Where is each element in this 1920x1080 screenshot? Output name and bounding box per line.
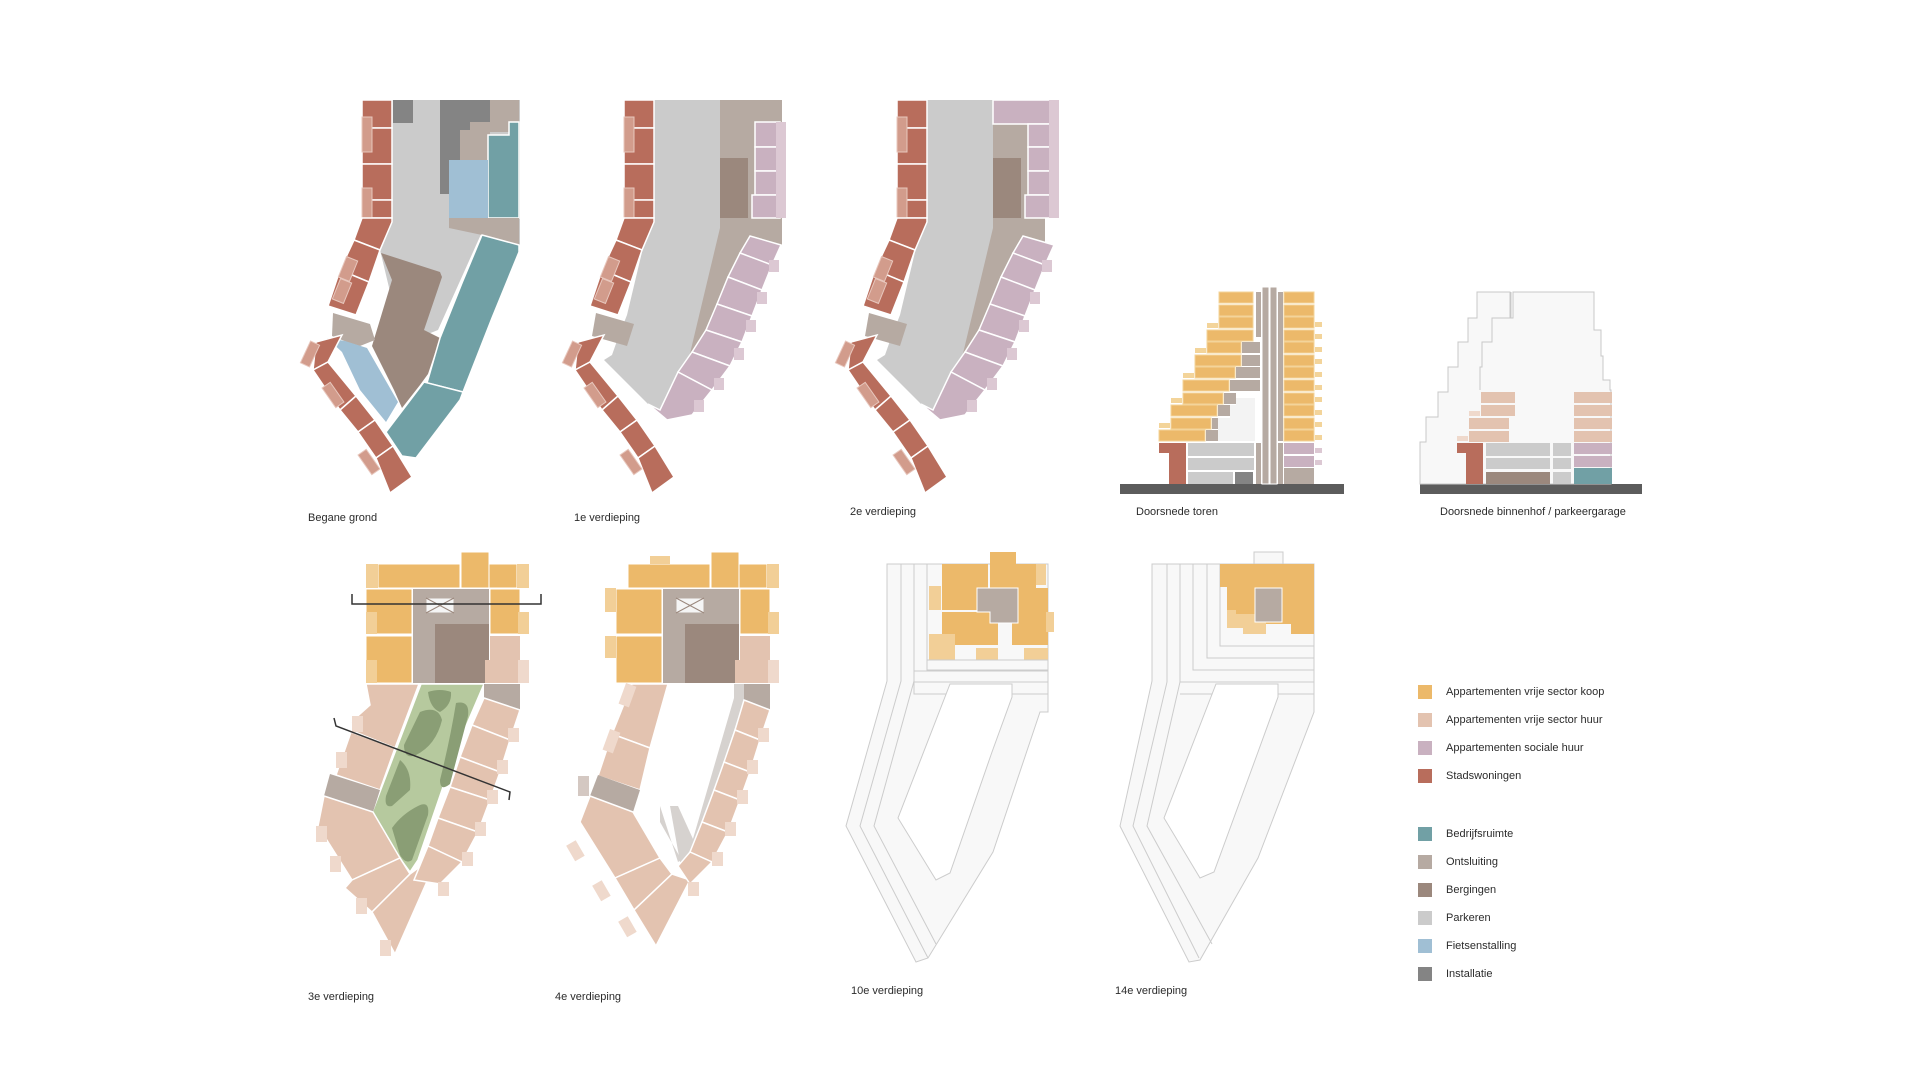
legend-label: Stadswoningen: [1446, 770, 1522, 782]
legend-label: Bergingen: [1446, 884, 1497, 896]
plan-3e-verdieping: [316, 551, 542, 956]
legend-label: Appartementen vrije sector koop: [1446, 686, 1605, 698]
label-10e-verdieping: 10e verdieping: [851, 985, 924, 997]
plan-2e-verdieping: [834, 99, 1059, 494]
legend-item-stadswoningen: Stadswoningen: [1418, 768, 1521, 784]
legend-label: Bedrijfsruimte: [1446, 828, 1514, 840]
legend-label: Ontsluiting: [1446, 856, 1498, 868]
swatch-parkeren: [1418, 911, 1432, 925]
legend-item-sociale-huur: Appartementen sociale huur: [1418, 740, 1584, 756]
legend-item-ontsluiting: Ontsluiting: [1418, 854, 1498, 870]
label-4e-verdieping: 4e verdieping: [555, 991, 622, 1003]
legend-item-installatie: Installatie: [1418, 966, 1492, 982]
legend-label: Fietsenstalling: [1446, 940, 1517, 952]
label-doorsnede-binnenhof: Doorsnede binnenhof / parkeergarage: [1440, 506, 1626, 518]
swatch-ontsluiting: [1418, 855, 1432, 869]
plan-4e-verdieping: [566, 551, 779, 948]
plan-10e-verdieping: [845, 552, 1054, 963]
plan-begane-grond: [299, 99, 520, 494]
label-3e-verdieping: 3e verdieping: [308, 991, 375, 1003]
swatch-vrije-huur: [1418, 713, 1432, 727]
legend-label: Appartementen vrije sector huur: [1446, 714, 1603, 726]
legend-label: Appartementen sociale huur: [1446, 742, 1584, 754]
plan-1e-verdieping: [561, 99, 786, 494]
legend-item-fietsenstalling: Fietsenstalling: [1418, 938, 1516, 954]
legend-item-vrije-huur: Appartementen vrije sector huur: [1418, 712, 1603, 728]
swatch-sociale-huur: [1418, 741, 1432, 755]
swatch-fietsenstalling: [1418, 939, 1432, 953]
label-2e-verdieping: 2e verdieping: [850, 506, 917, 518]
plan-14e-verdieping: [1119, 551, 1315, 963]
label-doorsnede-toren: Doorsnede toren: [1136, 506, 1218, 518]
swatch-bedrijfsruimte: [1418, 827, 1432, 841]
section-doorsnede-toren: [1120, 286, 1344, 494]
label-begane-grond: Begane grond: [308, 512, 378, 524]
legend-item-parkeren: Parkeren: [1418, 910, 1491, 926]
legend-item-bergingen: Bergingen: [1418, 882, 1496, 898]
section-doorsnede-binnenhof: [1419, 291, 1642, 494]
swatch-bergingen: [1418, 883, 1432, 897]
legend-label: Installatie: [1446, 968, 1493, 980]
label-1e-verdieping: 1e verdieping: [574, 512, 641, 524]
swatch-koop: [1418, 685, 1432, 699]
swatch-installatie: [1418, 967, 1432, 981]
legend-label: Parkeren: [1446, 912, 1491, 924]
legend-item-bedrijfsruimte: Bedrijfsruimte: [1418, 826, 1513, 842]
swatch-stadswoningen: [1418, 769, 1432, 783]
label-14e-verdieping: 14e verdieping: [1115, 985, 1188, 997]
legend-item-koop: Appartementen vrije sector koop: [1418, 684, 1604, 700]
